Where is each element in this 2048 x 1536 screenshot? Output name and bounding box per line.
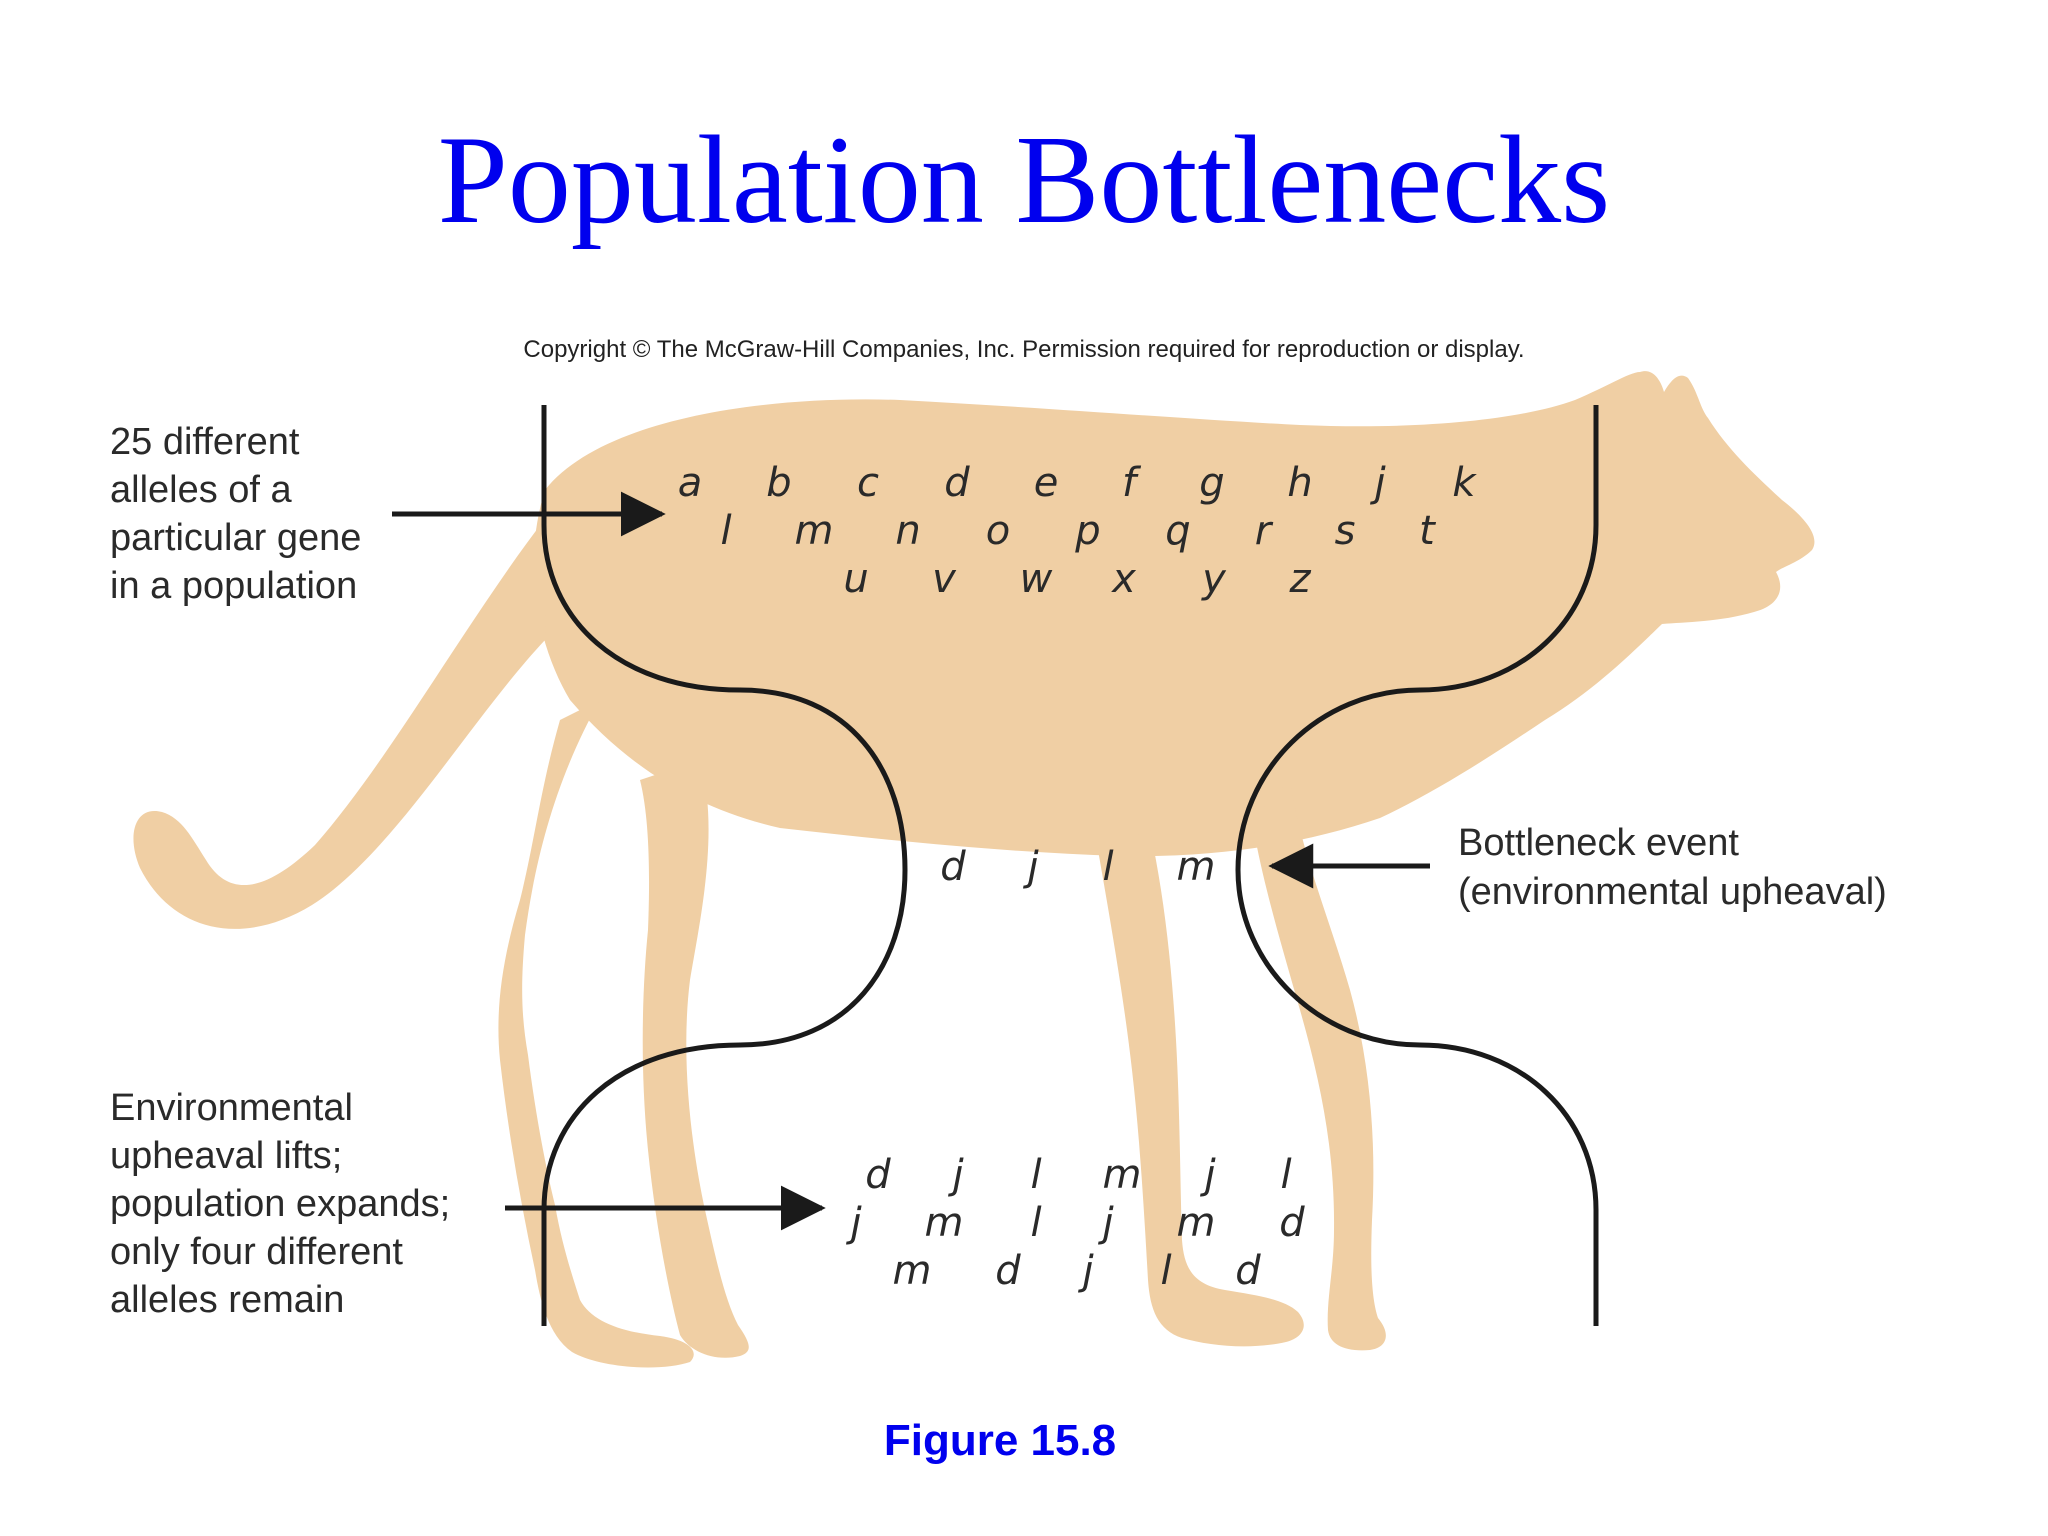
- callout-original-line: alleles of a: [110, 469, 293, 511]
- bottleneck-outline-right: [1235, 405, 1599, 1326]
- allele: m: [893, 1248, 932, 1294]
- allele: l: [1030, 1200, 1041, 1246]
- allele: m: [795, 508, 834, 554]
- allele: o: [986, 508, 1010, 554]
- callout-recovered-line: alleles remain: [110, 1279, 344, 1321]
- allele: m: [925, 1200, 964, 1246]
- allele: u: [843, 556, 868, 602]
- cheetah-body: [533, 371, 1815, 857]
- cheetah-front-leg-far: [1252, 780, 1386, 1351]
- allele: j: [1022, 844, 1039, 890]
- slide-title: Population Bottlenecks: [437, 111, 1611, 250]
- alleles-original: a b c d e f g h j k l m n o p q r s t u …: [678, 460, 1478, 602]
- allele: m: [1177, 1200, 1216, 1246]
- figure-label: Figure 15.8: [883, 1416, 1117, 1465]
- allele: j: [947, 1152, 964, 1198]
- alleles-bottleneck: d j l m: [940, 844, 1215, 890]
- allele: j: [1369, 460, 1386, 506]
- allele: g: [1199, 460, 1224, 506]
- callout-recovered-population: Environmental upheaval lifts; population…: [110, 1087, 461, 1321]
- allele: q: [1165, 508, 1190, 554]
- allele: p: [1074, 508, 1100, 554]
- allele: e: [1034, 460, 1059, 506]
- callout-recovered-line: only four different: [110, 1231, 403, 1273]
- callout-bottleneck-line: (environmental upheaval): [1458, 871, 1887, 913]
- allele: j: [1199, 1152, 1216, 1198]
- copyright-notice: Copyright © The McGraw-Hill Companies, I…: [523, 336, 1525, 363]
- allele: t: [1419, 508, 1436, 554]
- allele: l: [1280, 1152, 1291, 1198]
- callout-original-line: particular gene: [110, 517, 361, 559]
- allele: w: [1020, 556, 1053, 602]
- callout-original-population: 25 different alleles of a particular gen…: [110, 421, 372, 607]
- allele: m: [1103, 1152, 1142, 1198]
- cheetah-hind-leg-near: [498, 700, 694, 1368]
- callout-bottleneck-line: Bottleneck event: [1458, 822, 1739, 864]
- alleles-recovered: d j l m j l j m l j m d m d j l d: [845, 1152, 1305, 1294]
- allele: d: [865, 1152, 891, 1198]
- allele: m: [1177, 844, 1216, 890]
- bottleneck-outline-left: [541, 405, 908, 1326]
- allele: v: [932, 556, 957, 602]
- cheetah-front-leg-near: [1098, 830, 1304, 1347]
- allele: a: [678, 460, 703, 506]
- callout-recovered-line: upheaval lifts;: [110, 1135, 342, 1177]
- allele: n: [895, 508, 920, 554]
- callout-original-line: in a population: [110, 565, 357, 607]
- allele: x: [1110, 556, 1136, 602]
- callout-recovered-line: Environmental: [110, 1087, 353, 1129]
- allele: d: [944, 460, 970, 506]
- allele: l: [1102, 844, 1113, 890]
- callout-original-line: 25 different: [110, 421, 300, 463]
- allele: b: [766, 460, 791, 506]
- allele: l: [1030, 1152, 1041, 1198]
- allele: l: [1160, 1248, 1171, 1294]
- allele: d: [1235, 1248, 1261, 1294]
- allele: s: [1335, 508, 1356, 554]
- allele: d: [1279, 1200, 1305, 1246]
- allele: d: [995, 1248, 1021, 1294]
- allele: l: [720, 508, 731, 554]
- allele: j: [845, 1200, 862, 1246]
- allele: k: [1452, 460, 1477, 506]
- allele: d: [940, 844, 966, 890]
- callout-bottleneck-event: Bottleneck event (environmental upheaval…: [1458, 822, 1887, 913]
- allele: j: [1097, 1200, 1114, 1246]
- allele: h: [1287, 460, 1312, 506]
- cheetah-tail: [133, 515, 548, 929]
- allele: c: [857, 460, 879, 506]
- allele: r: [1255, 508, 1274, 554]
- allele: z: [1289, 556, 1312, 602]
- callout-recovered-line: population expands;: [110, 1183, 450, 1225]
- allele: y: [1201, 556, 1227, 602]
- allele: j: [1077, 1248, 1094, 1294]
